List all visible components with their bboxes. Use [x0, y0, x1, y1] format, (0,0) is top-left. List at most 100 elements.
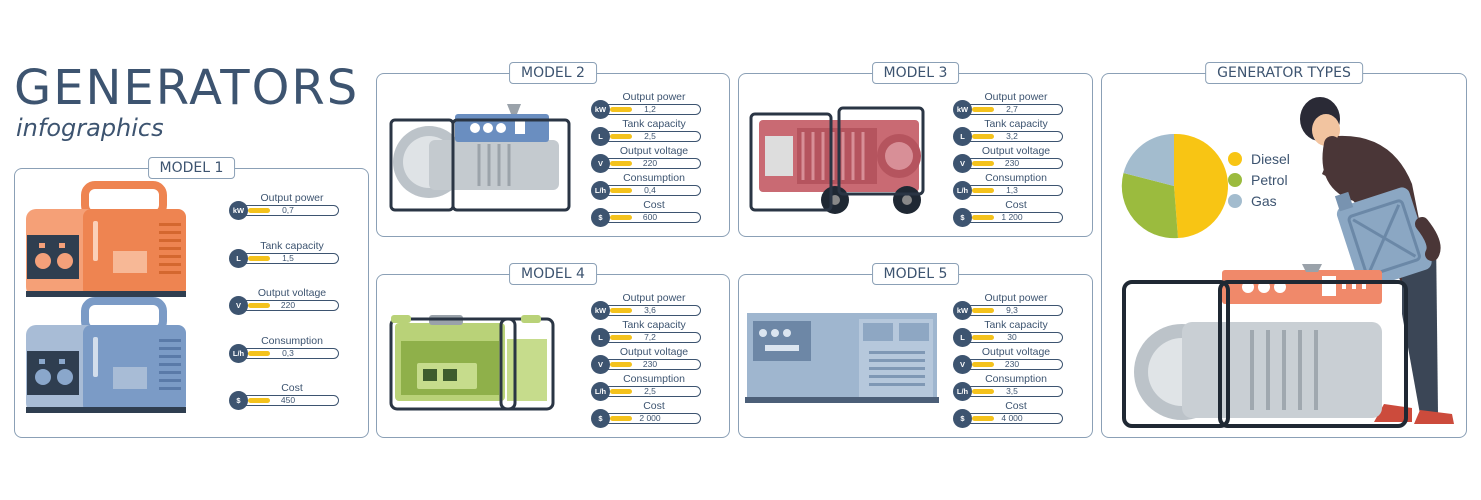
- stat-label: Cost: [281, 382, 303, 394]
- large-generator-illustration: [389, 104, 571, 212]
- stat-label: Cost: [1005, 199, 1027, 211]
- generator-types-title: GENERATOR TYPES: [1205, 62, 1363, 84]
- stat-value: 1 200: [1001, 212, 1023, 222]
- person-with-canister-illustration: [1122, 97, 1454, 428]
- stat-bar: 1,5: [237, 252, 339, 264]
- stat-bar-fill: [610, 308, 632, 313]
- stat-bar-fill: [248, 350, 270, 356]
- unit-badge-icon: $: [953, 208, 972, 227]
- stat-value: 3,5: [1006, 386, 1018, 396]
- cabinet-generator-illustration: [745, 313, 939, 403]
- stat-label: Tank capacity: [984, 319, 1048, 331]
- pie-slice-diesel: [1174, 133, 1229, 238]
- stat-bar: 230: [599, 359, 701, 370]
- stat-label: Consumption: [985, 172, 1047, 184]
- stat-bar: 600: [599, 212, 701, 223]
- stat-bar-fill: [610, 335, 632, 340]
- stat-bar-fill: [248, 255, 270, 261]
- legend-label-petrol: Petrol: [1251, 171, 1288, 188]
- unit-badge-icon: kW: [591, 100, 610, 119]
- pie-slice-petrol: [1121, 173, 1178, 239]
- stat-value: 2,5: [644, 386, 656, 396]
- stat-bar: 0,3: [237, 347, 339, 359]
- stat-bar-fill: [972, 416, 994, 421]
- stat-bar-fill: [610, 362, 632, 367]
- stat-bar: 9,3: [961, 305, 1063, 316]
- legend-dot-petrol: [1228, 172, 1242, 187]
- unit-badge-icon: $: [591, 208, 610, 227]
- blue-generator-illustration: [26, 297, 186, 413]
- stat-label: Output power: [622, 292, 686, 304]
- stat-value: 230: [1004, 359, 1020, 369]
- generator-types-legend: Diesel Petrol Gas: [1228, 148, 1290, 211]
- stat-value: 1,5: [282, 252, 294, 263]
- stat-label: Cost: [1005, 400, 1027, 412]
- legend-label-diesel: Diesel: [1251, 150, 1290, 167]
- unit-badge-icon: V: [953, 154, 972, 173]
- unit-badge-icon: V: [953, 355, 972, 374]
- stat-label: Cost: [643, 400, 665, 412]
- legend-item-diesel: Diesel: [1228, 148, 1290, 169]
- stat-value: 0,4: [644, 185, 656, 195]
- stat-value: 230: [1004, 158, 1020, 168]
- stat-bar-fill: [972, 161, 994, 166]
- model-1-title: MODEL 1: [147, 157, 236, 179]
- stat-label: Tank capacity: [260, 239, 324, 252]
- unit-badge-icon: $: [953, 409, 972, 428]
- stat-value: 0,7: [282, 205, 294, 215]
- stat-label: Consumption: [261, 334, 323, 347]
- stat-bar-fill: [972, 335, 994, 340]
- stat-bar-fill: [610, 107, 632, 112]
- unit-badge-icon: $: [229, 391, 248, 410]
- stat-bar: 230: [961, 158, 1063, 169]
- stat-value: 3,6: [644, 305, 656, 315]
- stat-bar-fill: [248, 303, 270, 308]
- stat-label: Output power: [984, 292, 1048, 304]
- legend-item-petrol: Petrol: [1228, 169, 1290, 190]
- stat-bar: 30: [961, 332, 1063, 343]
- red-generator-illustration: [749, 106, 925, 214]
- stat-bar: 220: [237, 300, 339, 311]
- stat-value: 600: [642, 212, 658, 222]
- green-generator-illustration: [389, 315, 555, 411]
- stat-label: Cost: [643, 199, 665, 211]
- stat-bar: 3,5: [961, 386, 1063, 397]
- model-3-title: MODEL 3: [871, 62, 960, 84]
- stat-bar-fill: [972, 215, 994, 220]
- legend-label-gas: Gas: [1251, 192, 1277, 209]
- stat-bar-fill: [610, 161, 632, 166]
- unit-badge-icon: kW: [953, 301, 972, 320]
- stat-bar: 1,3: [961, 185, 1063, 196]
- stat-bar-fill: [972, 389, 994, 394]
- stat-bar-fill: [610, 389, 632, 394]
- stat-bar-fill: [610, 188, 632, 193]
- unit-badge-icon: L: [591, 127, 610, 146]
- stat-value: 7,2: [644, 332, 656, 342]
- orange-generator-illustration: [26, 181, 186, 297]
- unit-badge-icon: V: [591, 355, 610, 374]
- stat-bar: 1,2: [599, 104, 701, 115]
- page-subtitle: infographics: [16, 114, 164, 142]
- stat-label: Tank capacity: [622, 319, 686, 331]
- unit-badge-icon: kW: [229, 201, 248, 220]
- stat-value: 4 000: [1001, 413, 1023, 423]
